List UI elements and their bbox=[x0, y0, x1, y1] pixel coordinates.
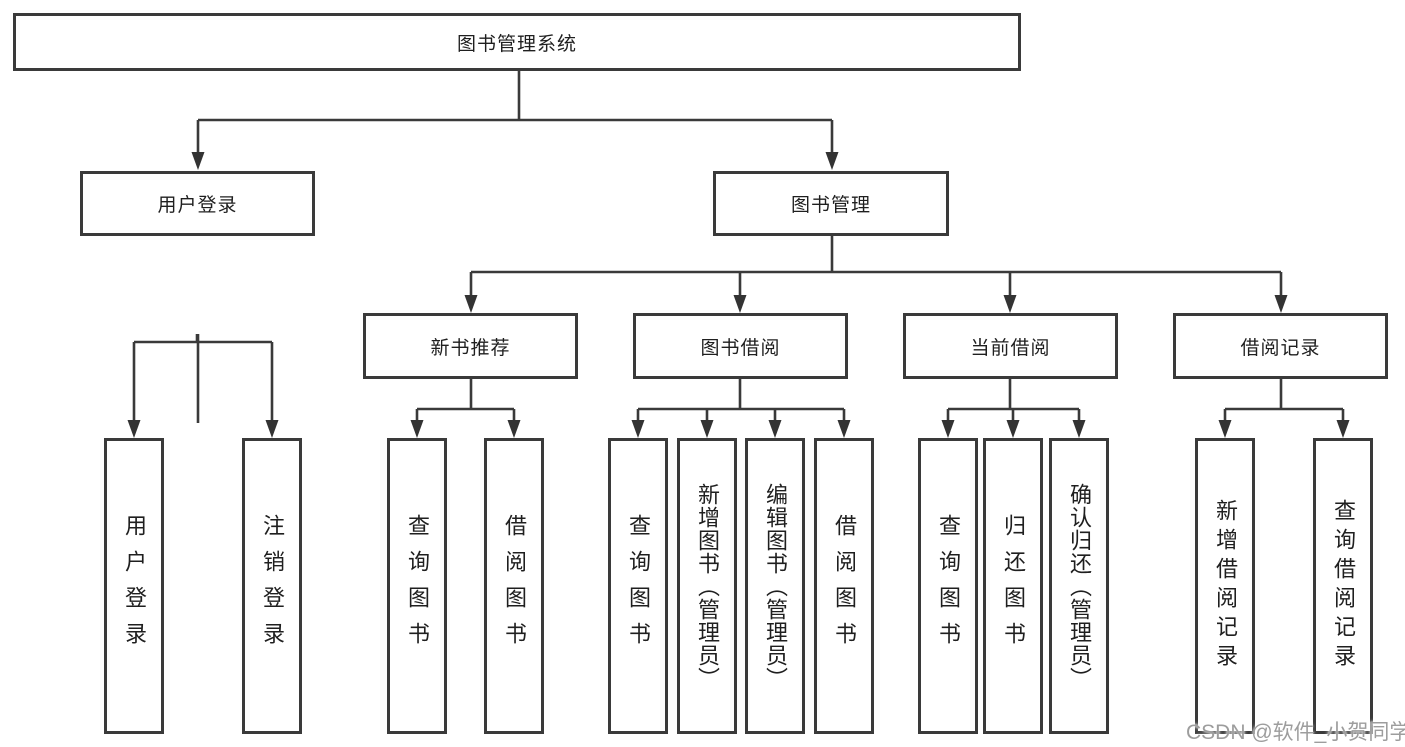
arrowhead bbox=[1218, 420, 1232, 438]
leaf-return-books: 归还图书 bbox=[983, 438, 1043, 734]
leaf-label: 确认归还（管理员） bbox=[1067, 482, 1092, 690]
leaf-label: 借阅图书 bbox=[832, 514, 857, 658]
arrowhead bbox=[941, 420, 955, 438]
arrowhead bbox=[1336, 420, 1350, 438]
arrowhead bbox=[127, 420, 141, 438]
arrowhead bbox=[1003, 295, 1017, 313]
leaf-logout: 注销登录 bbox=[242, 438, 302, 734]
node-user-login: 用户登录 bbox=[80, 171, 315, 236]
node-library-management-system: 图书管理系统 bbox=[13, 13, 1021, 71]
leaf-user-login: 用户登录 bbox=[104, 438, 164, 734]
node-borrowing-records: 借阅记录 bbox=[1173, 313, 1388, 379]
arrowheads bbox=[127, 152, 1350, 438]
leaf-label: 查询借阅记录 bbox=[1331, 499, 1356, 673]
leaf-label: 借阅图书 bbox=[502, 514, 527, 658]
arrowhead bbox=[768, 420, 782, 438]
tree-edges bbox=[132, 70, 1345, 423]
arrowhead bbox=[507, 420, 521, 438]
arrowhead bbox=[700, 420, 714, 438]
node-current-borrowing: 当前借阅 bbox=[903, 313, 1118, 379]
leaf-add-books-admin: 新增图书（管理员） bbox=[677, 438, 737, 734]
node-label: 新书推荐 bbox=[430, 337, 511, 359]
arrowhead bbox=[1006, 420, 1020, 438]
arrowhead bbox=[464, 295, 478, 313]
node-label: 图书管理系统 bbox=[456, 33, 577, 55]
leaf-query-books-recommend: 查询图书 bbox=[387, 438, 447, 734]
arrowhead bbox=[265, 420, 279, 438]
arrowhead bbox=[631, 420, 645, 438]
leaf-query-borrow-record: 查询借阅记录 bbox=[1313, 438, 1373, 734]
leaf-edit-books-admin: 编辑图书（管理员） bbox=[745, 438, 805, 734]
arrowhead bbox=[410, 420, 424, 438]
arrowhead bbox=[733, 295, 747, 313]
leaf-label: 查询图书 bbox=[405, 514, 430, 658]
arrowhead bbox=[191, 152, 205, 170]
arrowhead bbox=[825, 152, 839, 170]
arrowhead bbox=[1274, 295, 1288, 313]
leaf-query-books-current: 查询图书 bbox=[918, 438, 978, 734]
node-label: 当前借阅 bbox=[970, 337, 1051, 359]
leaf-borrow-books-recommend: 借阅图书 bbox=[484, 438, 544, 734]
node-new-book-recommend: 新书推荐 bbox=[363, 313, 578, 379]
leaf-label: 编辑图书（管理员） bbox=[763, 482, 788, 690]
leaf-query-books-borrow: 查询图书 bbox=[608, 438, 668, 734]
leaf-label: 新增借阅记录 bbox=[1213, 499, 1238, 673]
leaf-add-borrow-record: 新增借阅记录 bbox=[1195, 438, 1255, 734]
node-label: 图书借阅 bbox=[700, 337, 781, 359]
leaf-label: 归还图书 bbox=[1001, 514, 1026, 658]
leaf-label: 用户登录 bbox=[122, 514, 147, 658]
node-book-management: 图书管理 bbox=[713, 171, 949, 236]
arrowhead bbox=[837, 420, 851, 438]
node-label: 借阅记录 bbox=[1240, 337, 1321, 359]
leaf-confirm-return-admin: 确认归还（管理员） bbox=[1049, 438, 1109, 734]
leaf-label: 注销登录 bbox=[260, 514, 285, 658]
leaf-label: 查询图书 bbox=[936, 514, 961, 658]
leaf-label: 查询图书 bbox=[626, 514, 651, 658]
node-book-borrowing: 图书借阅 bbox=[633, 313, 848, 379]
node-label: 用户登录 bbox=[157, 195, 238, 216]
leaf-label: 新增图书（管理员） bbox=[695, 482, 720, 690]
csdn-watermark: CSDN @软件_小贺同学 bbox=[1186, 721, 1405, 744]
node-label: 图书管理 bbox=[790, 195, 871, 216]
leaf-borrow-books: 借阅图书 bbox=[814, 438, 874, 734]
arrowhead bbox=[1072, 420, 1086, 438]
